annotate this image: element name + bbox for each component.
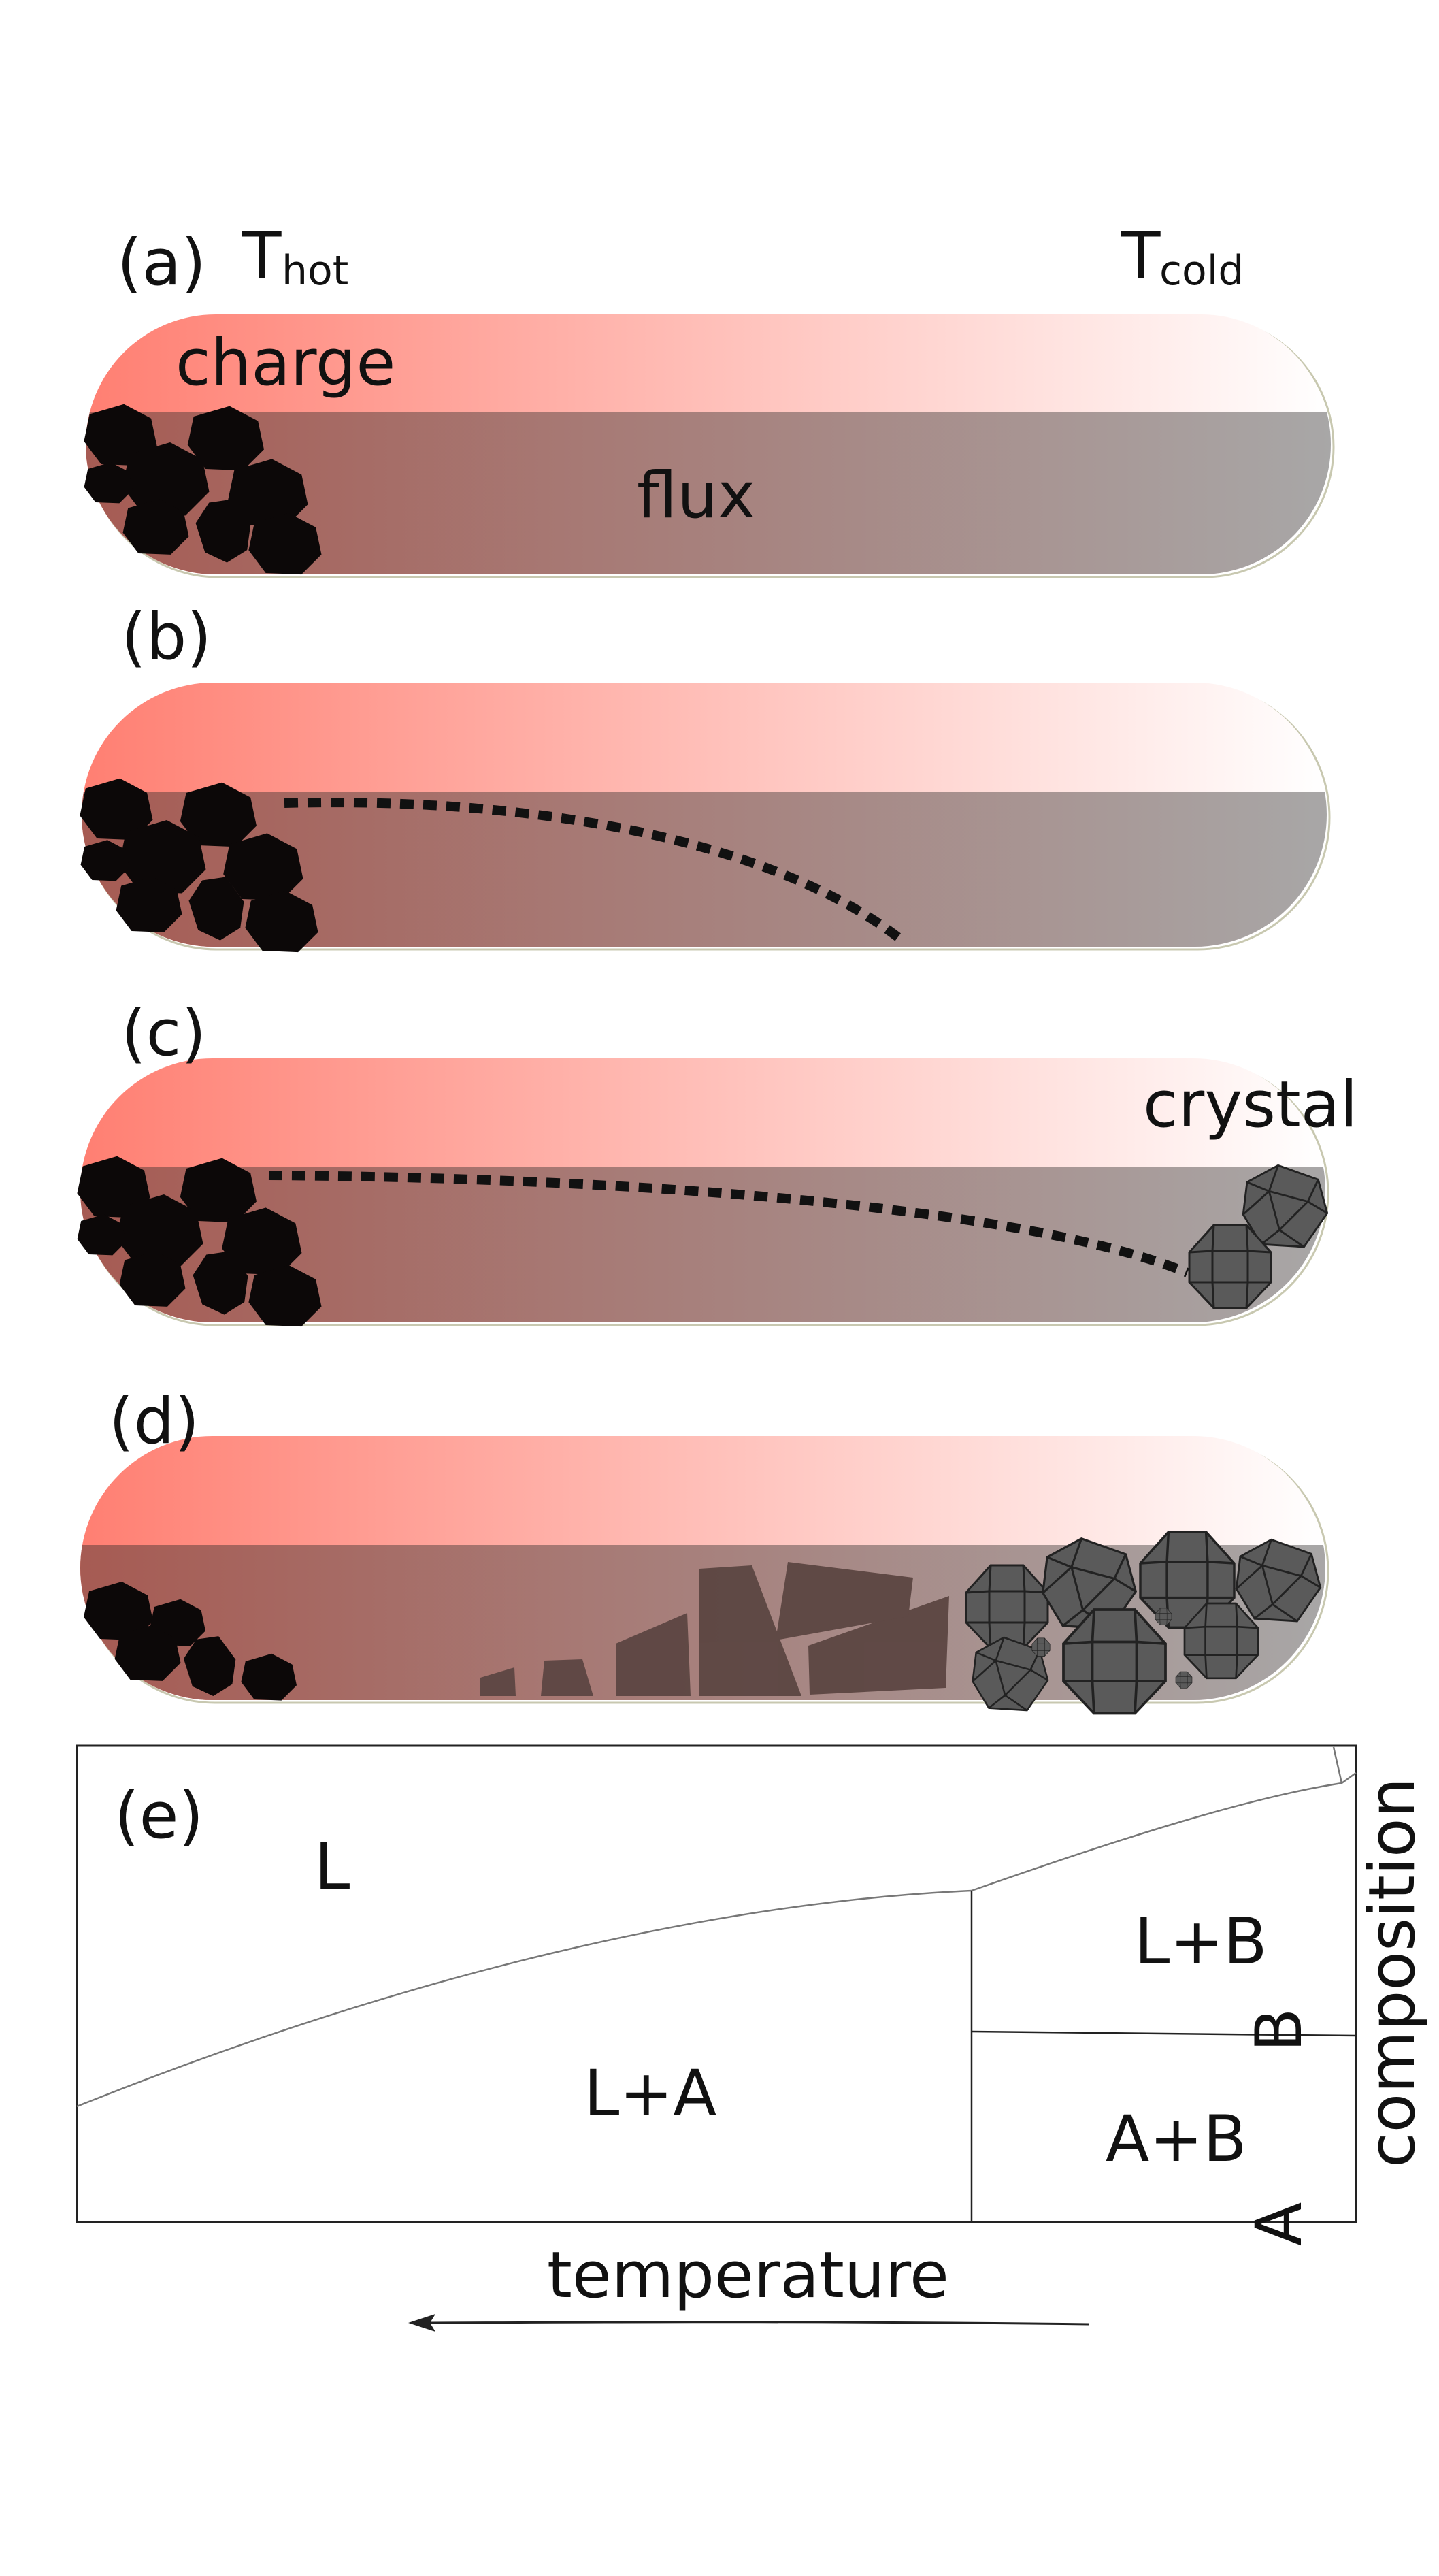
charge-label: charge <box>176 326 395 400</box>
panel-label-a: (a) <box>117 226 206 300</box>
region-LB-label: L+B <box>1134 1905 1268 1979</box>
region-L-label: L <box>314 1830 350 1904</box>
composition-A-label: A <box>1242 2202 1317 2246</box>
phase-diagram-frame <box>76 1744 1357 2223</box>
panel-label-d: (d) <box>109 1384 199 1458</box>
panel-c: (c) crystal <box>77 996 1358 1327</box>
panel-label-e: (e) <box>114 1779 203 1853</box>
temperature-arrow <box>408 2314 1089 2332</box>
crystal-label: crystal <box>1143 1068 1358 1142</box>
liquidus-B <box>971 1782 1342 1892</box>
solidus-horizontal <box>971 2030 1357 2037</box>
region-AB-label: A+B <box>1106 2102 1247 2176</box>
composition-B-label: B <box>1242 2008 1317 2053</box>
liquidus-B-tip <box>1332 1746 1357 1784</box>
t-cold-label: T <box>1121 219 1161 293</box>
panel-a: (a) T hot T cold charge flux <box>84 219 1335 578</box>
axis-temperature-label: temperature <box>547 2238 949 2313</box>
panel-label-c: (c) <box>121 996 206 1071</box>
panel-e-phase-diagram: (e) L L+A L+B A+B B A composition temper… <box>76 1744 1429 2332</box>
t-hot-label: T <box>242 219 282 293</box>
axis-composition-label: composition <box>1355 1778 1429 2168</box>
panel-d: (d) <box>80 1384 1329 1715</box>
t-hot-subscript: hot <box>282 247 348 295</box>
t-cold-subscript: cold <box>1159 247 1244 295</box>
flux-label: flux <box>637 459 755 533</box>
diffusion-path-c <box>268 1171 1189 1277</box>
intermediate-crystals-d <box>480 1562 949 1696</box>
panel-label-b: (b) <box>121 600 212 674</box>
panel-b: (b) <box>80 600 1331 953</box>
region-LA-label: L+A <box>584 2057 716 2131</box>
liquidus-A <box>76 1889 972 2108</box>
